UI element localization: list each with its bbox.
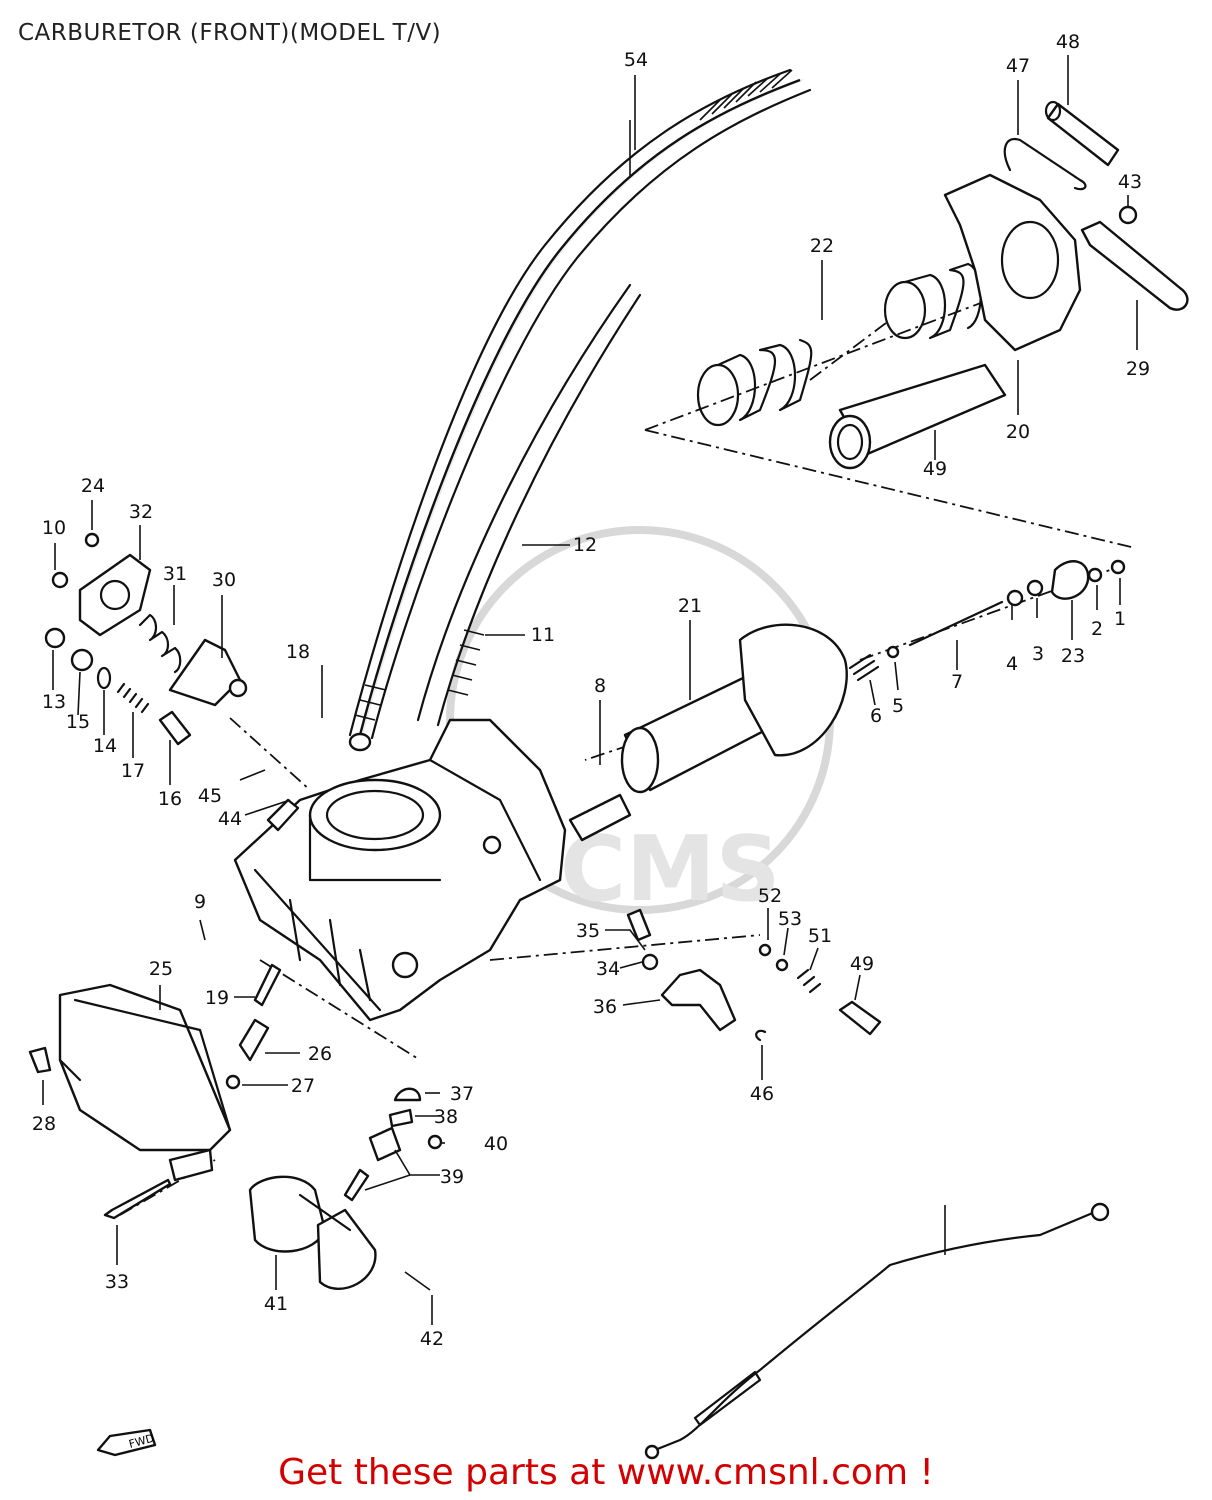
label-1: 1 [1114,608,1126,630]
label-30: 30 [212,569,236,591]
label-4: 4 [1006,653,1018,675]
label-34: 34 [596,958,620,980]
pin-48 [1044,100,1120,167]
label-36: 36 [593,996,617,1018]
watermark-text: CMS [560,817,780,922]
label-53: 54 [624,49,648,71]
label-11: 11 [531,624,555,646]
label-25: 25 [149,958,173,980]
label-10: 10 [42,517,66,539]
label-8: 8 [594,675,606,697]
label-13: 13 [42,691,66,713]
label-50: 51 [808,925,832,947]
label-2: 2 [1091,618,1103,640]
hose-12-11 [416,283,642,727]
label-29: 29 [1126,358,1150,380]
label-45: 45 [198,785,222,807]
label-40: 40 [484,1133,508,1155]
label-18: 18 [286,641,310,663]
label-leaders [42,55,1138,1325]
clip-47 [1003,137,1087,191]
throttle-cable-54 [644,1202,1110,1460]
label-12: 12 [573,534,597,556]
label-42: 42 [420,1328,444,1350]
label-41: 41 [264,1293,288,1315]
bracket-29 [1080,205,1189,311]
label-39: 39 [440,1166,464,1188]
label-7: 7 [951,671,963,693]
label-6: 6 [870,705,882,727]
label-33: 33 [105,1271,129,1293]
label-5: 5 [892,695,904,717]
label-49-top: 49 [923,458,947,480]
label-3: 3 [1032,643,1044,665]
label-16: 16 [158,788,182,810]
label-49-bottom: 49 [850,953,874,975]
float-41 [248,1175,431,1291]
needle-parts [848,559,1126,682]
label-35: 35 [576,920,600,942]
label-17: 17 [121,760,145,782]
label-31: 31 [163,563,187,585]
label-52: 53 [778,908,802,930]
label-21: 21 [678,595,702,617]
label-38: 38 [434,1106,458,1128]
label-23: 23 [1061,645,1085,667]
label-26: 26 [308,1043,332,1065]
fwd-label: FWD [127,1432,155,1451]
label-22: 22 [810,235,834,257]
label-46: 46 [750,1083,774,1105]
label-43: 43 [1118,171,1142,193]
label-20: 20 [1006,421,1030,443]
jets [225,963,443,1202]
label-28: 28 [32,1113,56,1135]
label-24: 24 [81,475,105,497]
throttle-linkage [626,908,882,1042]
label-9: 9 [194,891,206,913]
label-27: 27 [291,1075,315,1097]
tube-49 [828,363,1007,470]
piston-21 [568,623,848,842]
label-51: 52 [758,885,782,907]
label-48: 48 [1056,31,1080,53]
chamber-cover-20 [943,173,1082,352]
part-labels: 54 48 47 43 22 29 20 49 12 11 21 8 18 30… [32,31,1150,1350]
screw-33 [103,1178,172,1220]
label-15: 15 [66,711,90,733]
diagram-title: CARBURETOR (FRONT)(MODEL T/V) [18,20,442,46]
float-bowl-25 [28,983,232,1182]
label-44: 44 [218,808,242,830]
label-47: 47 [1006,55,1030,77]
label-37: 37 [450,1083,474,1105]
label-19: 19 [205,987,229,1009]
label-32: 32 [129,501,153,523]
footer-link-text[interactable]: Get these parts at www.cmsnl.com ! [278,1452,934,1493]
fwd-arrow: FWD [96,1428,157,1457]
label-14: 14 [93,735,117,757]
carburetor-body [233,718,567,1022]
